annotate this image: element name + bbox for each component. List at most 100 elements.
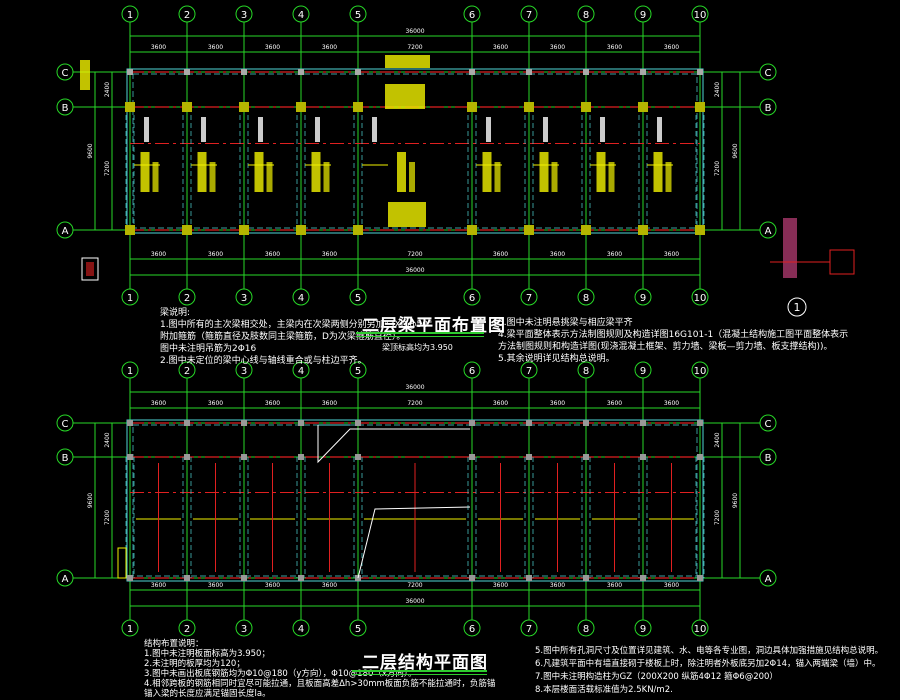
beam-annotation xyxy=(140,152,150,192)
dimension-text: 3600 xyxy=(322,251,337,258)
column xyxy=(640,69,646,75)
note-line: 结构布置说明： xyxy=(144,639,204,649)
column xyxy=(469,575,475,581)
dimension-text: 3600 xyxy=(208,251,223,258)
axis-label: 4 xyxy=(298,366,304,377)
detail-bubble xyxy=(787,297,807,317)
column xyxy=(524,102,534,112)
axis-bubble xyxy=(759,414,777,432)
dimension-text: 3600 xyxy=(664,44,679,51)
axis-label: 3 xyxy=(241,10,247,21)
dimension-text: 7200 xyxy=(714,510,721,525)
axis-bubble xyxy=(235,361,253,379)
note-line: 2.未注明的板厚均为120； xyxy=(144,659,245,669)
dimension-text: 9600 xyxy=(732,143,739,158)
dimension-text: 2400 xyxy=(714,82,721,97)
column xyxy=(469,420,475,426)
dimension-text: 2400 xyxy=(104,432,111,447)
beam-annotation xyxy=(372,117,377,142)
beam-plan-subtitle: 梁顶标高均为3.950 xyxy=(382,343,453,352)
axis-bubble xyxy=(520,5,538,23)
axis-label: 9 xyxy=(640,10,646,21)
axis-label: 8 xyxy=(583,624,589,635)
axis-label: 5 xyxy=(355,624,361,635)
axis-bubble xyxy=(634,288,652,306)
axis-bubble xyxy=(691,619,709,637)
note-line: 4.梁平面整体表示方法制图规则及构造详图16G101-1（混凝土结构施工图平面整… xyxy=(498,330,849,340)
dimension-text: 36000 xyxy=(405,384,424,391)
column xyxy=(184,575,190,581)
column xyxy=(241,575,247,581)
axis-bubble xyxy=(577,288,595,306)
column xyxy=(697,420,703,426)
dimension-text: 9600 xyxy=(732,493,739,508)
beam-notes-right: 3.图中未注明悬挑梁与相应梁平齐 4.梁平面整体表示方法制图规则及构造详图16G… xyxy=(498,317,848,365)
axis-bubble xyxy=(520,288,538,306)
dimension-text: 3600 xyxy=(322,582,337,589)
dimension-text: 3600 xyxy=(265,582,280,589)
column xyxy=(697,69,703,75)
dimension-text: 3600 xyxy=(550,251,565,258)
section-box xyxy=(829,249,855,275)
dimension-text: 3600 xyxy=(493,251,508,258)
axis-bubble xyxy=(520,619,538,637)
axis-bubble xyxy=(577,361,595,379)
column xyxy=(239,225,249,235)
axis-bubble xyxy=(292,288,310,306)
beam-annotation xyxy=(266,162,273,192)
note-line: 7.图中未注明构造柱为GZ（200X200 纵筋4Φ12 箍Φ6@200） xyxy=(535,672,778,682)
axis-bubble xyxy=(56,414,74,432)
note-line: 4.相邻跨板的钢筋相同时宜尽可能拉通，且板面高差Δh>30mm板面负筋不能拉通时… xyxy=(144,679,496,689)
axis-bubble xyxy=(349,288,367,306)
axis-bubble xyxy=(235,288,253,306)
dimension-text: 2400 xyxy=(104,82,111,97)
column xyxy=(526,69,532,75)
axis-label: 4 xyxy=(298,624,304,635)
axis-label: 3 xyxy=(241,624,247,635)
column xyxy=(125,225,135,235)
axis-label: C xyxy=(765,68,772,79)
axis-label: 7 xyxy=(526,624,532,635)
axis-label: C xyxy=(62,68,69,79)
beam-annotation xyxy=(409,162,415,192)
axis-bubble xyxy=(577,5,595,23)
axis-label: A xyxy=(62,226,69,237)
axis-label: C xyxy=(765,419,772,430)
axis-bubble xyxy=(634,619,652,637)
axis-bubble xyxy=(577,619,595,637)
column xyxy=(298,420,304,426)
note-line: 锚入梁的长度应满足锚固长度la。 xyxy=(144,689,271,699)
column xyxy=(638,102,648,112)
axis-label: 4 xyxy=(298,10,304,21)
axis-label: 2 xyxy=(184,624,190,635)
column xyxy=(184,69,190,75)
axis-label: A xyxy=(62,574,69,585)
axis-label: 2 xyxy=(184,10,190,21)
dimension-text: 3600 xyxy=(493,582,508,589)
beam-annotation xyxy=(385,84,425,109)
column xyxy=(296,225,306,235)
dimension-text: 3600 xyxy=(664,400,679,407)
beam-notes-left: 梁说明: 1.图中所有的主次梁相交处，主梁内在次梁两侧分别另加"3XD@50" … xyxy=(160,307,432,367)
axis-label: 8 xyxy=(583,293,589,304)
dimension-text: 3600 xyxy=(607,44,622,51)
column-section-detail xyxy=(86,262,94,276)
dimension-text: 3600 xyxy=(208,44,223,51)
column xyxy=(697,575,703,581)
column xyxy=(526,575,532,581)
beam-annotation xyxy=(197,152,207,192)
axis-label: 9 xyxy=(640,293,646,304)
dimension-text: 3600 xyxy=(664,251,679,258)
beam-annotation xyxy=(657,117,662,142)
dimension-text: 7200 xyxy=(104,510,111,525)
title-underline xyxy=(352,670,487,672)
dimension-text: 9600 xyxy=(87,143,94,158)
column xyxy=(239,102,249,112)
axis-bubble xyxy=(121,288,139,306)
axis-label: B xyxy=(62,103,69,114)
column xyxy=(184,454,190,460)
structure-notes-left: 结构布置说明： 1.图中未注明板面标高为3.950； 2.未注明的板厚均为120… xyxy=(144,639,495,699)
dimension-text: 3600 xyxy=(550,582,565,589)
axis-label: B xyxy=(62,453,69,464)
